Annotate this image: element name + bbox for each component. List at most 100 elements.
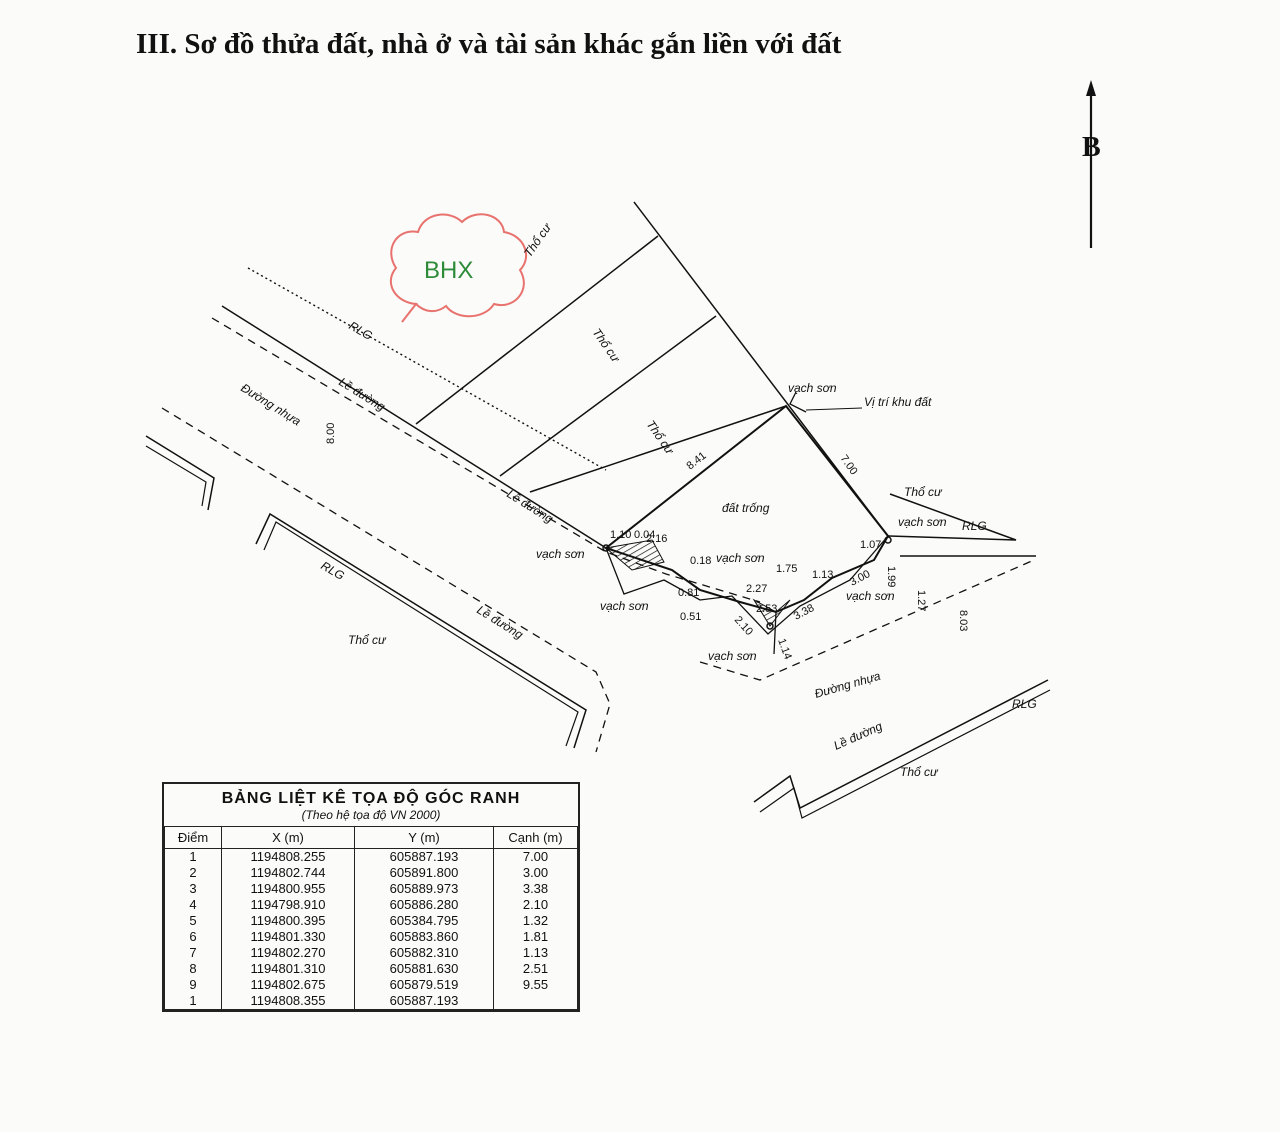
cell-x: 1194801.330	[221, 929, 355, 945]
road-edge-lower-right	[699, 559, 1035, 681]
cell-y: 605887.193	[354, 848, 494, 865]
curb-lower-right-inner	[759, 689, 1051, 819]
cell-y: 605886.280	[354, 897, 494, 913]
rlg-line-left	[247, 267, 607, 471]
cell-point: 4	[164, 897, 222, 913]
dim-1-75: 1.75	[776, 563, 797, 575]
cell-y: 605882.310	[354, 945, 494, 961]
cell-x: 1194808.355	[221, 993, 355, 1010]
cell-x: 1194808.255	[221, 848, 355, 865]
cell-edge	[493, 993, 578, 1010]
north-label: B	[1082, 132, 1101, 163]
cell-y: 605879.519	[354, 977, 494, 993]
label-dat-trong: đất trống	[722, 501, 770, 515]
cell-point: 6	[164, 929, 222, 945]
label-rlg-4: RLG	[962, 519, 987, 533]
road-edge-lower-left	[161, 407, 611, 753]
label-tho-cu-4: Thổ cư	[904, 485, 943, 499]
cell-edge: 1.81	[493, 929, 578, 945]
dim-8-03: 8.03	[957, 610, 969, 631]
cell-y: 605889.973	[354, 881, 494, 897]
cell-y: 605891.800	[354, 865, 494, 881]
label-vach-son-2: vạch sơn	[536, 547, 585, 561]
label-rlg-3: RLG	[1012, 697, 1037, 711]
bhx-label: BHX	[424, 257, 473, 284]
header-diem: Điểm	[164, 826, 222, 849]
dim-2-10: 2.10	[732, 614, 755, 638]
cell-x: 1194800.395	[221, 913, 355, 929]
header-canh: Cạnh (m)	[493, 826, 578, 849]
north-arrow	[1086, 80, 1096, 248]
corner-point-1	[884, 536, 892, 544]
cell-point: 9	[164, 977, 222, 993]
dim-2-53: 2.53	[756, 603, 777, 615]
label-vach-son-1: vạch sơn	[788, 381, 837, 395]
page-title: III. Sơ đồ thửa đất, nhà ở và tài sản kh…	[136, 28, 842, 60]
cell-point: 7	[164, 945, 222, 961]
label-le-duong-4: Lề đường	[832, 719, 885, 753]
cell-x: 1194798.910	[221, 897, 355, 913]
table-header-row: Điểm X (m) Y (m) Cạnh (m)	[164, 826, 578, 849]
dim-0-81: 0.81	[678, 587, 699, 599]
cell-point: 1	[164, 993, 222, 1010]
cell-edge: 2.51	[493, 961, 578, 977]
location-leader	[805, 407, 863, 411]
table-title: BẢNG LIỆT KÊ TỌA ĐỘ GÓC RANH	[221, 790, 521, 807]
dim-3-00: 3.00	[848, 568, 873, 589]
hatched-area-1	[604, 539, 665, 571]
curb-left-corner-inner	[145, 445, 207, 507]
boundary-tick	[773, 611, 777, 655]
label-tho-cu-1: Thổ cư	[521, 220, 555, 260]
label-duong-nhua-2: Đường nhựa	[813, 669, 882, 701]
cell-edge: 3.38	[493, 881, 578, 897]
corner-point-4	[766, 622, 774, 630]
curb-lower-right	[753, 679, 1049, 810]
label-le-duong-3: Lề đường	[474, 603, 525, 642]
curb-lower-left	[255, 512, 587, 749]
cell-x: 1194802.675	[221, 977, 355, 993]
label-tho-cu-6: Thổ cư	[900, 765, 939, 779]
curb-left-corner	[145, 435, 215, 511]
bhx-stamp: BHX	[389, 213, 528, 323]
label-rlg-1: RLG	[347, 318, 375, 342]
label-vach-son-4: vạch sơn	[600, 599, 649, 613]
cell-edge: 1.13	[493, 945, 578, 961]
label-vach-son-7: vạch sơn	[898, 515, 947, 529]
cell-x: 1194801.310	[221, 961, 355, 977]
cell-y: 605881.630	[354, 961, 494, 977]
label-le-duong-2: Lề đường	[504, 487, 555, 526]
label-duong-nhua-1: Đường nhựa	[238, 381, 303, 429]
header-x: X (m)	[221, 826, 355, 849]
cell-edge: 1.32	[493, 913, 578, 929]
corner-point-9	[602, 544, 610, 552]
dim-3-38: 3.38	[792, 602, 817, 623]
cell-edge: 3.00	[493, 865, 578, 881]
dim-1-13: 1.13	[812, 569, 833, 581]
dim-8-00: 8.00	[325, 423, 337, 444]
neighbour-parcels	[415, 201, 1036, 557]
dim-1-10: 1.10	[610, 529, 631, 541]
boundary-detail	[605, 535, 889, 635]
paint-mark-top	[789, 391, 807, 413]
cell-edge: 9.55	[493, 977, 578, 993]
coordinate-table: BẢNG LIỆT KÊ TỌA ĐỘ GÓC RANH (Theo hệ tọ…	[162, 782, 580, 1012]
label-tho-cu-5: Thổ cư	[348, 633, 387, 647]
dim-2-27: 2.27	[746, 583, 767, 595]
table-subtitle: (Theo hệ tọa độ VN 2000)	[301, 808, 441, 822]
label-rlg-2: RLG	[319, 558, 347, 582]
header-y: Y (m)	[354, 826, 494, 849]
cell-x: 1194802.270	[221, 945, 355, 961]
road-edge-upper	[211, 317, 761, 603]
dim-1-14: 1.14	[775, 637, 794, 661]
label-vach-son-3: vạch sơn	[716, 551, 765, 565]
